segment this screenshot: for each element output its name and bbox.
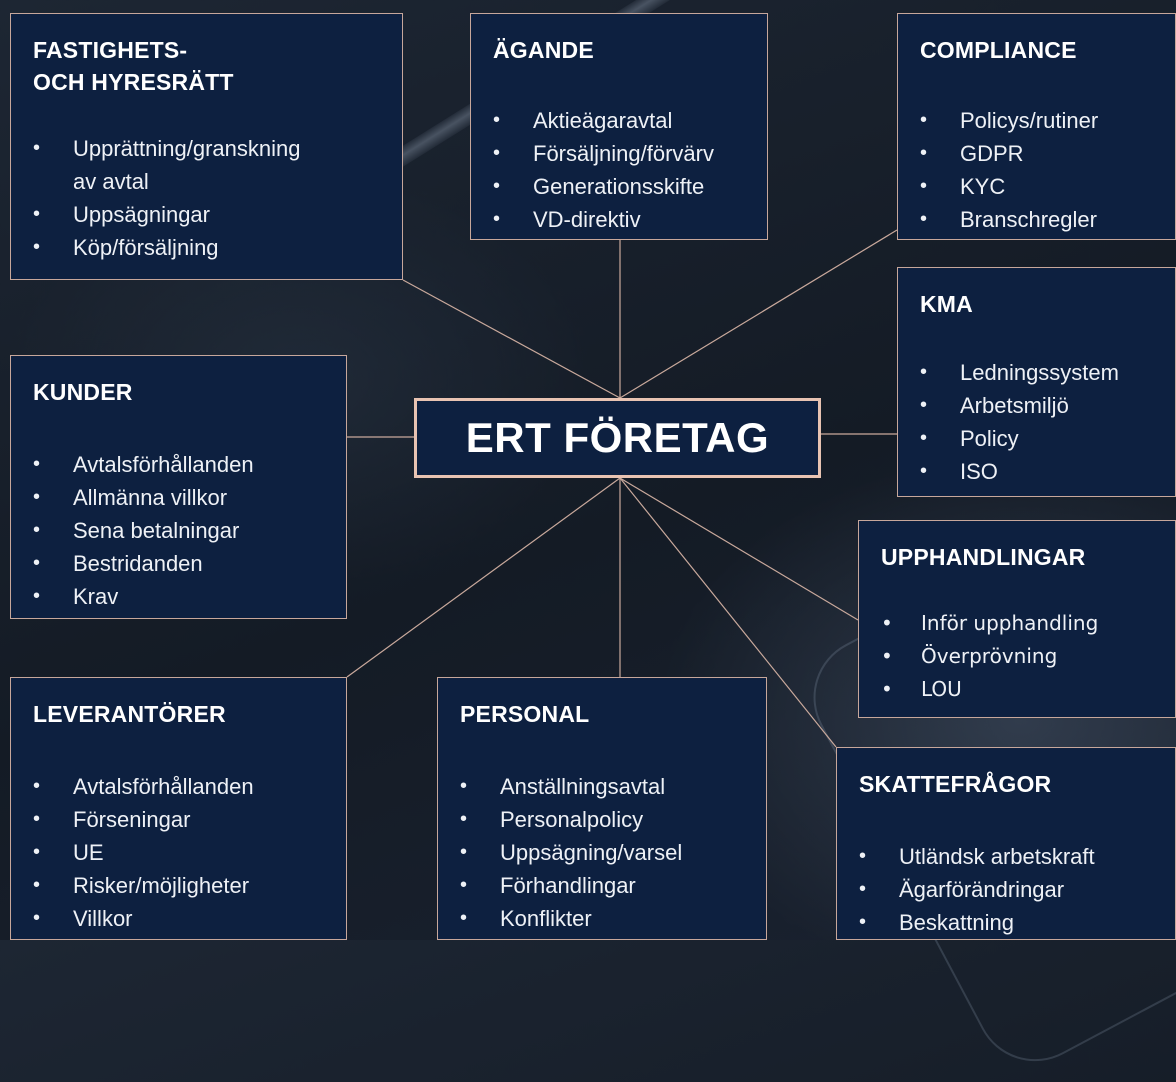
list-item: •Förseningar	[33, 807, 191, 832]
box-title: KMA	[920, 291, 973, 317]
list-item: •ISO	[920, 459, 998, 484]
center-node: ERT FÖRETAG	[414, 398, 821, 478]
list-item: •Ägarförändringar	[859, 877, 1065, 902]
list-item: •Uppsägning/varsel	[460, 840, 683, 865]
list-item: •Anställningsavtal	[460, 774, 666, 799]
list-item: •VD-direktiv	[493, 207, 641, 232]
item-list: •Policys/rutiner •GDPR •KYC •Branschregl…	[920, 104, 1153, 236]
item-list: •Inför upphandling •Överprövning •LOU	[881, 607, 1153, 706]
list-item: •Utländsk arbetskraft	[859, 844, 1095, 869]
list-item: •Avtalsförhållanden	[33, 774, 254, 799]
list-item: •Upprättning/granskning av avtal	[33, 136, 301, 194]
list-item: •Avtalsförhållanden	[33, 452, 254, 477]
list-item: •Aktieägaravtal	[493, 108, 673, 133]
connector-lines	[346, 229, 898, 748]
box-personal: PERSONAL •Anställningsavtal •Personalpol…	[437, 677, 767, 940]
item-list: •Avtalsförhållanden •Allmänna villkor •S…	[33, 448, 324, 613]
connector-fastighet	[402, 279, 621, 399]
box-title: ÄGANDE	[493, 37, 594, 63]
connector-upphandlingar	[619, 477, 859, 621]
box-agande: ÄGANDE •Aktieägaravtal •Försäljning/förv…	[470, 13, 768, 240]
list-item: •Branschregler	[920, 207, 1097, 232]
list-item: •Policys/rutiner	[920, 108, 1099, 133]
list-item: •Ledningssystem	[920, 360, 1119, 385]
box-leverantorer: LEVERANTÖRER •Avtalsförhållanden •Försen…	[10, 677, 347, 940]
list-item: •Försäljning/förvärv	[493, 141, 714, 166]
list-item: •Överprövning	[881, 644, 1058, 668]
item-list: •Upprättning/granskning av avtal •Uppsäg…	[33, 132, 380, 264]
box-compliance: COMPLIANCE •Policys/rutiner •GDPR •KYC •…	[897, 13, 1176, 240]
list-item: •Förhandlingar	[460, 873, 636, 898]
box-skattefragor: SKATTEFRÅGOR •Utländsk arbetskraft •Ägar…	[836, 747, 1176, 940]
list-item: •Sena betalningar	[33, 518, 240, 543]
list-item: •Bestridanden	[33, 551, 203, 576]
list-item: •Uppsägningar	[33, 202, 210, 227]
list-item: •Krav	[33, 584, 119, 609]
box-kma: KMA •Ledningssystem •Arbetsmiljö •Policy…	[897, 267, 1176, 497]
list-item: •Risker/möjligheter	[33, 873, 250, 898]
list-item: •Allmänna villkor	[33, 485, 228, 510]
connector-skatt	[619, 477, 837, 748]
connector-compliance	[619, 229, 898, 399]
box-title: FASTIGHETS- OCH HYRESRÄTT	[33, 37, 234, 95]
list-item: •Villkor	[33, 906, 133, 931]
list-item: •UE	[33, 840, 104, 865]
box-title: COMPLIANCE	[920, 37, 1077, 63]
list-item: •Konflikter	[460, 906, 592, 931]
list-item: •Inför upphandling	[881, 611, 1099, 635]
center-title: ERT FÖRETAG	[465, 414, 770, 461]
box-title: UPPHANDLINGAR	[881, 544, 1086, 570]
list-item: •Beskattning	[859, 910, 1014, 935]
item-list: •Aktieägaravtal •Försäljning/förvärv •Ge…	[493, 104, 745, 236]
item-list: •Anställningsavtal •Personalpolicy •Upps…	[460, 770, 744, 935]
box-kunder: KUNDER •Avtalsförhållanden •Allmänna vil…	[10, 355, 347, 619]
connector-leverantorer	[346, 477, 621, 678]
item-list: •Avtalsförhållanden •Förseningar •UE •Ri…	[33, 770, 324, 935]
list-item: •Generationsskifte	[493, 174, 705, 199]
box-fastighets-och-hyresratt: FASTIGHETS- OCH HYRESRÄTT •Upprättning/g…	[10, 13, 403, 280]
box-upphandlingar: UPPHANDLINGAR •Inför upphandling •Överpr…	[858, 520, 1176, 718]
box-title: PERSONAL	[460, 701, 590, 727]
box-title: KUNDER	[33, 379, 133, 405]
list-item: •Köp/försäljning	[33, 235, 219, 260]
box-title: SKATTEFRÅGOR	[859, 771, 1052, 797]
list-item: •GDPR	[920, 141, 1024, 166]
list-item: •Personalpolicy	[460, 807, 644, 832]
list-item: •Policy	[920, 426, 1019, 451]
list-item: •KYC	[920, 174, 1006, 199]
item-list: •Utländsk arbetskraft •Ägarförändringar …	[859, 840, 1153, 939]
box-title: LEVERANTÖRER	[33, 701, 226, 727]
list-item: •Arbetsmiljö	[920, 393, 1069, 418]
list-item: •LOU	[881, 677, 962, 701]
item-list: •Ledningssystem •Arbetsmiljö •Policy •IS…	[920, 356, 1153, 488]
